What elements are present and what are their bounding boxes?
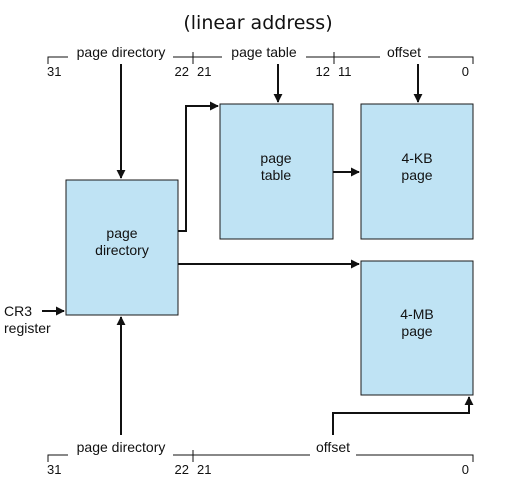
top-bit-12: 12 xyxy=(316,64,330,79)
bottom-bar-segment-off-right xyxy=(356,454,474,462)
arrow-bottom-offset-to-4mb xyxy=(332,396,474,435)
page-table-box: page table xyxy=(219,103,334,240)
bottom-address-bar: page directory offset 31 22 21 0 xyxy=(47,439,474,477)
page-directory-label-line1: page xyxy=(106,225,137,241)
bottom-bar-segment-pd-left xyxy=(47,454,68,462)
top-field-page-directory: page directory xyxy=(77,44,166,60)
diagram-title: (linear address) xyxy=(183,12,332,34)
page-4kb-box: 4-KB page xyxy=(360,103,474,240)
page-directory-rect xyxy=(65,179,179,316)
top-bar-segment-pd xyxy=(47,56,68,64)
bottom-bit-31: 31 xyxy=(47,462,61,477)
bottom-field-offset: offset xyxy=(316,439,350,455)
page-4mb-label-line2: page xyxy=(401,323,432,339)
page-directory-label-line2: directory xyxy=(95,242,149,258)
cr3-label-line1: CR3 xyxy=(4,303,32,319)
page-directory-box: page directory xyxy=(65,179,179,316)
page-4kb-label-line1: 4-KB xyxy=(401,150,432,166)
top-bit-21: 21 xyxy=(197,64,211,79)
arrow-directory-to-table xyxy=(178,101,219,232)
top-bit-22: 22 xyxy=(175,64,189,79)
top-bit-31: 31 xyxy=(47,64,61,79)
top-bit-11: 11 xyxy=(338,64,352,79)
page-4mb-box: 4-MB page xyxy=(360,260,474,396)
top-address-bar: page directory page table offset 31 22 2… xyxy=(47,44,474,79)
top-bar-segment-off-right xyxy=(428,56,474,64)
cr3-label-line2: register xyxy=(4,320,51,336)
bottom-bit-21: 21 xyxy=(197,462,211,477)
top-field-offset: offset xyxy=(387,44,421,60)
bottom-bit-22: 22 xyxy=(175,462,189,477)
page-4kb-rect xyxy=(360,103,474,240)
page-table-label-line2: table xyxy=(261,167,292,183)
bottom-bit-0: 0 xyxy=(462,462,469,477)
page-4mb-label-line1: 4-MB xyxy=(400,306,433,322)
page-4kb-label-line2: page xyxy=(401,167,432,183)
page-table-label-line1: page xyxy=(260,150,291,166)
page-4mb-rect xyxy=(360,260,474,396)
top-field-page-table: page table xyxy=(231,44,297,60)
bottom-field-page-directory: page directory xyxy=(77,439,166,455)
top-bit-0: 0 xyxy=(462,64,469,79)
